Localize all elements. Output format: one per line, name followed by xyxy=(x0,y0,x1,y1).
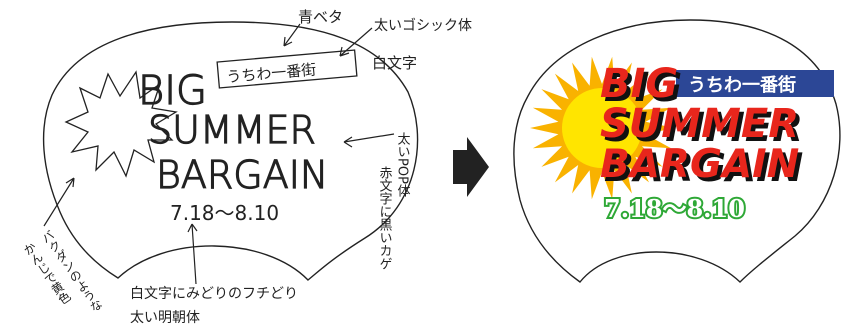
final-title-line3: BARGAIN xyxy=(600,142,799,187)
final-title-line2: SUMMER xyxy=(600,101,799,147)
sketch-date: 7.18〜8.10 xyxy=(170,201,279,225)
note-white-text: 白文字 xyxy=(372,54,417,72)
note-gothic: 太いゴシック体 xyxy=(374,17,472,34)
brand-label-text: うちわ一番街 xyxy=(688,74,796,96)
note-pop-col2: 赤文字に黒いカゲ xyxy=(377,166,393,270)
note-burst-arrow xyxy=(43,177,75,227)
note-date-line2: 太い明朝体 xyxy=(130,310,200,326)
brand-label-bar xyxy=(676,70,834,97)
final-panel: うちわ一番街 BIG BIG SUMMER SUMMER BARGAIN BAR… xyxy=(513,19,841,283)
final-date: 7.18〜8.10 xyxy=(604,194,745,223)
note-pop-col1: 太いPOP体 xyxy=(395,132,411,197)
final-title-line1: BIG xyxy=(600,61,678,107)
sketch-panel: BIG SUMMER BARGAIN 7.18〜8.10 うちわ一番街 青ベタ … xyxy=(20,8,472,326)
final-title-line2-shadow: SUMMER xyxy=(604,105,803,151)
sunburst-core xyxy=(562,88,642,168)
sketch-title-line3: BARGAIN xyxy=(156,153,328,197)
transform-arrow-icon xyxy=(453,137,489,197)
sketch-label-box xyxy=(216,49,358,89)
note-date-line1: 白文字にみどりのフチどり xyxy=(130,286,298,302)
final-title-line3-shadow: BARGAIN xyxy=(604,146,803,191)
sunburst-icon xyxy=(530,56,674,200)
sketch-fan-outline xyxy=(42,21,419,281)
sketch-title-line2: SUMMER xyxy=(148,108,316,152)
note-pop-arrow xyxy=(343,133,395,148)
note-date-arrow xyxy=(187,223,198,285)
note-blue-fill-arrow xyxy=(283,23,301,47)
note-gothic-arrow xyxy=(339,27,373,57)
sketch-label-text: うちわ一番街 xyxy=(226,60,317,86)
note-blue-fill: 青ベタ xyxy=(298,8,343,26)
sketch-burst-shape xyxy=(64,70,178,178)
sketch-title-line1: BIG xyxy=(138,68,207,114)
final-title-line1-shadow: BIG xyxy=(604,65,682,111)
